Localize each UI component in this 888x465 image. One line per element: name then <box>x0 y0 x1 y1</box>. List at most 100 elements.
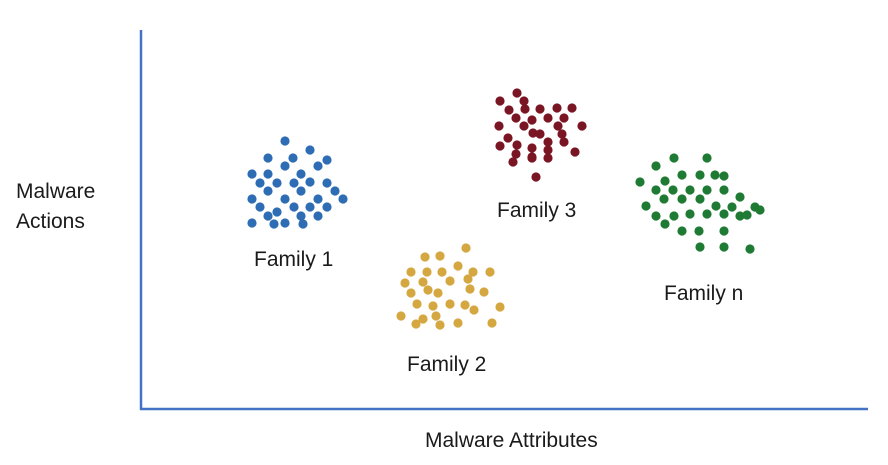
x-axis-title: Malware Attributes <box>425 429 598 452</box>
cluster-point <box>702 209 712 219</box>
cluster-point <box>269 219 279 229</box>
cluster-point <box>313 161 323 171</box>
y-axis-title-line2: Actions <box>16 210 85 233</box>
cluster-point <box>669 153 679 163</box>
cluster-point <box>445 299 455 309</box>
cluster-point <box>289 178 299 188</box>
cluster-point <box>669 211 679 221</box>
cluster-point <box>305 145 315 155</box>
cluster-label-family-3: Family 3 <box>497 199 577 222</box>
cluster-point <box>460 300 470 310</box>
cluster-point <box>461 243 471 253</box>
cluster-point <box>735 192 745 202</box>
cluster-point <box>280 136 290 146</box>
cluster-point <box>694 226 704 236</box>
cluster-point <box>519 96 529 106</box>
cluster-point <box>463 274 473 284</box>
cluster-point <box>512 140 522 150</box>
cluster-point <box>330 186 340 196</box>
cluster-point <box>635 177 645 187</box>
cluster-point <box>535 129 545 139</box>
cluster-point <box>552 103 562 113</box>
cluster-point <box>543 137 553 147</box>
cluster-point <box>677 226 687 236</box>
cluster-point <box>247 218 257 228</box>
cluster-point <box>719 209 729 219</box>
cluster-point <box>296 186 306 196</box>
cluster-point <box>400 278 410 288</box>
cluster-point <box>422 267 432 277</box>
cluster-point <box>411 319 421 329</box>
cluster-point <box>263 153 273 163</box>
cluster-point <box>543 153 553 163</box>
cluster-point <box>263 211 273 221</box>
cluster-point <box>567 103 577 113</box>
cluster-point <box>641 201 651 211</box>
cluster-point <box>468 267 478 277</box>
cluster-point <box>559 137 569 147</box>
cluster-point <box>322 155 332 165</box>
y-axis-title-line1: Malware <box>16 180 96 203</box>
cluster-point <box>520 104 530 114</box>
cluster-family-3 <box>494 88 587 182</box>
cluster-point <box>420 252 430 262</box>
cluster-point <box>685 185 695 195</box>
cluster-point <box>719 185 729 195</box>
cluster-label-family-n: Family n <box>664 282 744 305</box>
points-layer <box>247 88 765 330</box>
cluster-label-family-1: Family 1 <box>254 248 334 271</box>
cluster-point <box>313 211 323 221</box>
cluster-point <box>487 318 497 328</box>
cluster-point <box>288 153 298 163</box>
cluster-point <box>553 121 563 131</box>
cluster-point <box>495 96 505 106</box>
cluster-point <box>412 299 422 309</box>
cluster-point <box>742 210 752 220</box>
cluster-point <box>711 201 721 211</box>
cluster-label-family-2: Family 2 <box>407 353 487 376</box>
cluster-point <box>479 287 489 297</box>
cluster-point <box>469 305 479 315</box>
cluster-point <box>531 172 541 182</box>
cluster-point <box>255 178 265 188</box>
cluster-point <box>255 202 265 212</box>
cluster-point <box>494 121 504 131</box>
cluster-point <box>423 285 433 295</box>
cluster-point <box>727 202 737 212</box>
cluster-point <box>428 301 438 311</box>
cluster-point <box>433 288 443 298</box>
cluster-point <box>289 202 299 212</box>
cluster-family-n <box>635 153 765 254</box>
cluster-point <box>659 194 669 204</box>
cluster-point <box>298 219 308 229</box>
cluster-point <box>322 178 332 188</box>
cluster-point <box>503 133 513 143</box>
cluster-point <box>695 170 705 180</box>
cluster-point <box>435 251 445 261</box>
cluster-point <box>702 153 712 163</box>
cluster-point <box>685 209 695 219</box>
cluster-point <box>570 147 580 157</box>
cluster-point <box>445 276 455 286</box>
cluster-point <box>263 186 273 196</box>
cluster-point <box>528 128 538 138</box>
cluster-family-1 <box>247 136 348 229</box>
cluster-point <box>651 161 661 171</box>
cluster-point <box>651 185 661 195</box>
cluster-point <box>435 320 445 330</box>
cluster-point <box>511 113 521 123</box>
cluster-point <box>322 202 332 212</box>
cluster-point <box>453 318 463 328</box>
cluster-point <box>396 311 406 321</box>
cluster-point <box>527 153 537 163</box>
cluster-point <box>406 288 416 298</box>
cluster-point <box>247 194 257 204</box>
cluster-point <box>719 242 729 252</box>
cluster-point <box>296 169 306 179</box>
cluster-point <box>677 194 687 204</box>
cluster-point <box>280 218 290 228</box>
cluster-point <box>527 143 537 153</box>
cluster-point <box>263 169 273 179</box>
cluster-point <box>535 104 545 114</box>
